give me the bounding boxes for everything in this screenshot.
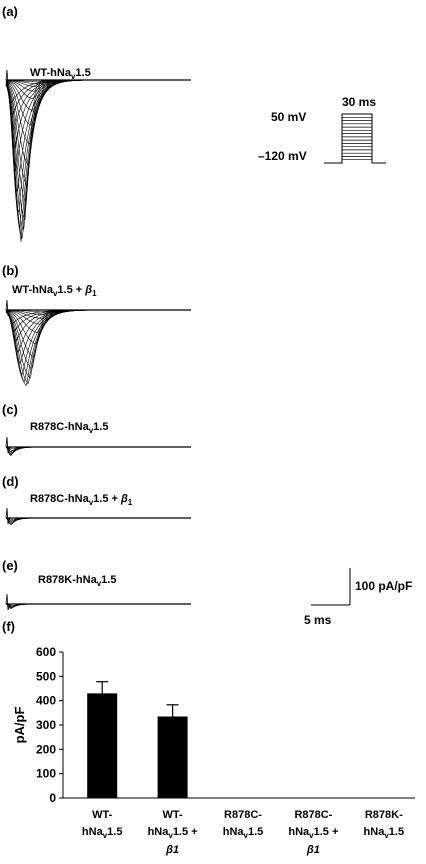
panel-a-trace	[5, 79, 191, 87]
scalebar-time-label: 5 ms	[304, 613, 332, 627]
panel-a-trace	[5, 79, 191, 213]
panel-a-letter: (a)	[2, 4, 18, 19]
panel-c-trace	[5, 446, 191, 456]
category-label: β1	[306, 844, 320, 856]
panel-f-letter: (f)	[2, 619, 15, 634]
protocol-holding-line	[324, 113, 386, 164]
y-tick-label: 400	[36, 694, 56, 708]
current-traces-c	[5, 436, 191, 456]
y-tick-label: 0	[49, 791, 56, 805]
panel-e-trace	[5, 603, 191, 610]
panel-b-trace	[5, 309, 191, 341]
y-tick-label: 500	[36, 669, 56, 683]
panel-e-label: R878K-hNav1.5	[38, 574, 116, 588]
panel-e-letter: (e)	[2, 558, 18, 573]
category-label: β1	[165, 844, 179, 856]
panel-e-capacitive-spike	[5, 593, 11, 611]
panel-d-label: R878C-hNav1.5 + β1	[30, 493, 133, 507]
protocol-top-voltage: 50 mV	[271, 110, 306, 124]
panel-c-capacitive-spike	[5, 436, 11, 454]
y-tick-label: 300	[36, 718, 56, 732]
current-traces-b	[5, 299, 191, 387]
panel-b-capacitive-spike	[5, 299, 11, 317]
y-tick-label: 100	[36, 767, 56, 781]
panel-c-trace	[5, 446, 191, 453]
voltage-protocol	[324, 113, 386, 164]
category-label: hNav1.5	[82, 826, 123, 840]
panel-a-trace	[5, 79, 191, 229]
panel-b-trace	[5, 309, 191, 385]
category-label: hNav1.5	[223, 826, 264, 840]
panel-b-letter: (b)	[2, 263, 19, 278]
current-traces-e	[5, 593, 191, 611]
panel-d-trace	[5, 517, 191, 525]
bar	[87, 693, 118, 798]
panel-b-trace	[5, 309, 191, 353]
category-label: WT-	[92, 809, 112, 821]
panel-a-capacitive-spike	[5, 69, 11, 87]
scalebar-current-label: 100 pA/pF	[355, 579, 412, 593]
bar-chart: 0 100 200 300 400 500 600 pA/pF WT-hNav1.5 WT-hNa…	[12, 645, 415, 856]
category-label: hNav1.5 +	[288, 826, 338, 840]
panel-d-trace	[5, 517, 191, 525]
panel-a-trace	[5, 79, 191, 149]
panel-a-trace	[5, 79, 191, 221]
category-label: WT-	[163, 809, 183, 821]
y-axis-label: pA/pF	[12, 707, 27, 744]
panel-a-trace	[5, 79, 191, 193]
panel-a-trace	[5, 79, 191, 113]
current-traces-a	[5, 69, 191, 242]
panel-b-trace	[5, 309, 191, 316]
panel-c-trace	[5, 446, 191, 456]
panel-c-letter: (c)	[2, 402, 18, 417]
panel-c-trace	[5, 446, 191, 455]
panel-b-trace	[5, 309, 191, 383]
category-label: R878C-	[294, 809, 332, 821]
panel-b-label: WT-hNav1.5 + β1	[12, 284, 97, 298]
protocol-bottom-voltage: –120 mV	[258, 149, 307, 163]
panel-b-trace	[5, 309, 191, 370]
panel-a-trace	[5, 79, 191, 192]
panel-d-capacitive-spike	[5, 507, 11, 525]
panel-a-label: WT-hNav1.5	[30, 67, 91, 81]
panel-c-trace	[5, 446, 191, 453]
panel-b-trace	[5, 309, 191, 334]
panel-d-letter: (d)	[2, 474, 19, 489]
panel-b-trace	[5, 309, 191, 324]
category-label: hNav1.5 +	[148, 826, 198, 840]
panel-b-trace	[5, 309, 191, 379]
panel-d-trace	[5, 517, 191, 526]
panel-c-label: R878C-hNav1.5	[30, 421, 108, 435]
bar	[157, 716, 188, 798]
current-traces-d	[5, 507, 191, 526]
y-tick-label: 200	[36, 742, 56, 756]
category-label: hNav1.5	[364, 826, 405, 840]
category-label: R878K-	[365, 809, 403, 821]
protocol-duration: 30 ms	[342, 95, 376, 109]
panel-b-trace	[5, 309, 191, 387]
category-label: R878C-	[224, 809, 262, 821]
y-tick-label: 600	[36, 645, 56, 659]
